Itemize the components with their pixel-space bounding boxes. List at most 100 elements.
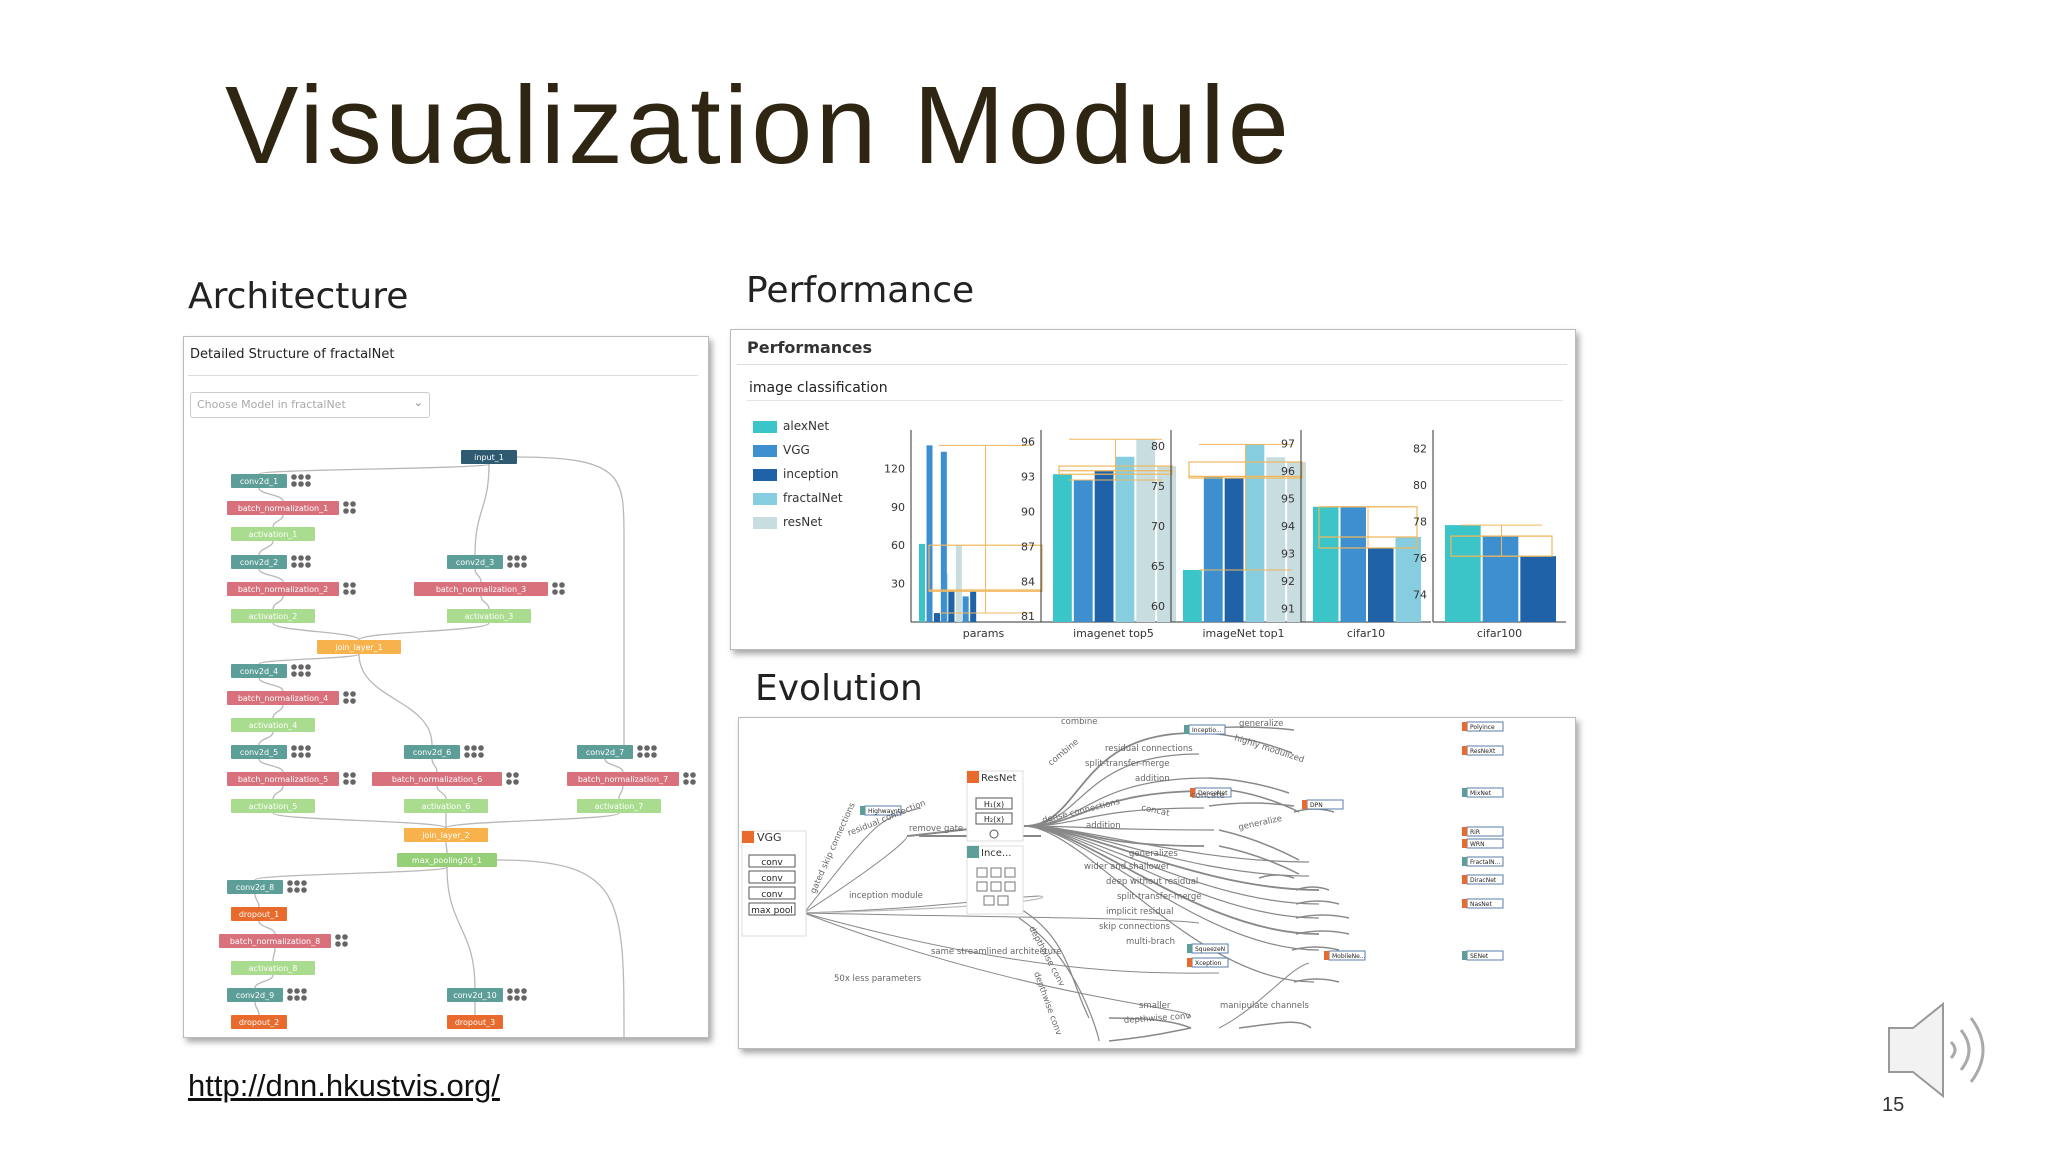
legend-item-resnet[interactable]: resNet bbox=[753, 514, 873, 532]
graph-edge bbox=[258, 463, 490, 475]
dot-icon bbox=[350, 779, 356, 785]
layer-node-activation-6: activation_6 bbox=[404, 799, 488, 813]
layer-label: activation_7 bbox=[595, 802, 644, 811]
dot-icon bbox=[514, 995, 520, 1001]
layer-node-conv2d-9: conv2d_9 bbox=[227, 988, 307, 1002]
legend-item-alexnet[interactable]: alexNet bbox=[753, 418, 873, 436]
evolution-edge bbox=[1108, 1017, 1192, 1029]
model-node-densenet: DenseNet bbox=[1190, 787, 1232, 798]
layer-box bbox=[372, 772, 502, 786]
model-node-label: Polyince bbox=[1470, 724, 1495, 731]
layer-box bbox=[231, 609, 315, 623]
dot-icon bbox=[298, 562, 304, 568]
dot-icon bbox=[514, 988, 520, 994]
evolution-edge bbox=[1218, 829, 1300, 861]
layer-node-activation-4: activation_4 bbox=[231, 718, 315, 732]
edge-label: addition bbox=[1135, 774, 1170, 784]
layer-box bbox=[404, 828, 488, 842]
bar bbox=[926, 445, 933, 622]
legend-item-vgg[interactable]: VGG bbox=[753, 442, 873, 460]
y-tick-label: 74 bbox=[1413, 589, 1427, 602]
layer-label: conv2d_1 bbox=[240, 477, 278, 486]
edge-label: generalize bbox=[1238, 814, 1283, 833]
y-tick-label: 95 bbox=[1281, 493, 1295, 506]
layer-node-activation-1: activation_1 bbox=[231, 527, 315, 541]
dot-icon bbox=[294, 988, 300, 994]
dot-icon bbox=[507, 562, 513, 568]
bar bbox=[1368, 547, 1394, 622]
layer-label: dropout_3 bbox=[455, 1018, 495, 1027]
bar bbox=[919, 543, 925, 622]
edge-label: gated skip connections bbox=[809, 801, 858, 895]
layer-node-batch-normalization-5: batch_normalization_5 bbox=[227, 772, 356, 786]
dot-icon bbox=[298, 474, 304, 480]
dot-icon bbox=[513, 772, 519, 778]
model-select[interactable]: Choose Model in fractalNet ⌄ bbox=[190, 392, 430, 418]
bar bbox=[1340, 506, 1366, 622]
legend-label: VGG bbox=[783, 443, 810, 457]
model-node-label: WRN bbox=[1470, 841, 1485, 848]
inception-block: Ince... bbox=[966, 845, 1024, 915]
dot-icon bbox=[305, 555, 311, 561]
inception-cell bbox=[1004, 867, 1016, 878]
inception-cell bbox=[997, 895, 1009, 906]
layer-label: conv2d_3 bbox=[456, 558, 494, 567]
panel-divider bbox=[737, 364, 1567, 365]
speaker-icon[interactable] bbox=[1885, 1000, 2003, 1100]
bar bbox=[1224, 478, 1244, 622]
dot-icon bbox=[343, 508, 349, 514]
edge-label: concat bbox=[1140, 803, 1171, 819]
model-node-label: FractalN... bbox=[1470, 859, 1500, 866]
edge-label: combine bbox=[1061, 718, 1098, 727]
layer-label: activation_3 bbox=[465, 612, 514, 621]
layer-box bbox=[231, 1015, 287, 1029]
model-node-label: NasNet bbox=[1470, 901, 1492, 908]
graph-edge bbox=[358, 622, 490, 641]
evolution-edge bbox=[1023, 825, 1320, 935]
edge-label: remove gate bbox=[909, 824, 963, 834]
website-link[interactable]: http://dnn.hkustvis.org/ bbox=[188, 1068, 500, 1103]
layer-label: batch_normalization_2 bbox=[238, 585, 328, 594]
edge-label: combine bbox=[1047, 737, 1081, 768]
evolution-edge bbox=[1023, 825, 1320, 951]
evolution-edge bbox=[1023, 825, 1310, 863]
graph-edge bbox=[254, 893, 260, 908]
bar bbox=[1115, 456, 1135, 622]
architecture-heading: Architecture bbox=[188, 276, 409, 317]
inception-cell bbox=[1004, 881, 1016, 892]
legend-label: resNet bbox=[783, 515, 823, 529]
model-node-chip bbox=[1190, 788, 1195, 797]
dot-icon bbox=[507, 995, 513, 1001]
dot-icon bbox=[305, 745, 311, 751]
layer-label: input_1 bbox=[474, 453, 504, 462]
resnet-layer-label: H₂(x) bbox=[984, 815, 1004, 824]
legend-item-inception[interactable]: inception bbox=[753, 466, 873, 484]
layer-box bbox=[231, 718, 315, 732]
layer-box bbox=[397, 853, 497, 867]
inception-color-chip bbox=[967, 846, 979, 858]
dot-icon bbox=[552, 589, 558, 595]
legend-item-fractalnet[interactable]: fractalNet bbox=[753, 490, 873, 508]
dot-icon bbox=[291, 752, 297, 758]
layer-node-join-layer-2: join_layer_2 bbox=[404, 828, 488, 842]
edge-label: residual connections bbox=[1105, 744, 1193, 754]
layer-box bbox=[317, 640, 401, 654]
model-node-xception: Xception bbox=[1187, 957, 1229, 968]
evolution-edges bbox=[803, 726, 1350, 1042]
resnet-label: ResNet bbox=[981, 773, 1016, 784]
layer-node-batch-normalization-6: batch_normalization_6 bbox=[372, 772, 519, 786]
layer-label: conv2d_8 bbox=[236, 883, 274, 892]
layer-node-conv2d-8: conv2d_8 bbox=[227, 880, 307, 894]
model-node-inceptio: Inceptio... bbox=[1184, 724, 1226, 735]
dot-icon bbox=[342, 941, 348, 947]
dot-icon bbox=[294, 880, 300, 886]
model-node-resnext: ResNeXt bbox=[1462, 745, 1504, 756]
dot-icon bbox=[298, 664, 304, 670]
dot-icon bbox=[644, 752, 650, 758]
graph-edge bbox=[272, 514, 284, 528]
layer-node-batch-normalization-4: batch_normalization_4 bbox=[227, 691, 356, 705]
evolution-edge bbox=[1023, 825, 1315, 983]
model-node-wrn: WRN bbox=[1462, 838, 1504, 849]
